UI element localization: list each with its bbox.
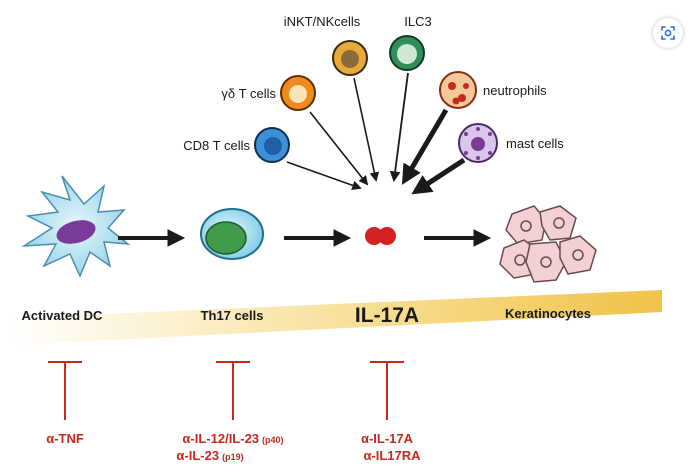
label-mast-cells: mast cells: [506, 136, 564, 151]
label-anti-il23: α-IL-23(p19): [176, 448, 243, 463]
cd8-t-cell: [254, 127, 290, 163]
label-inkt-nk: iNKT/NKcells: [284, 14, 361, 29]
keratinocytes-cluster: [499, 205, 597, 283]
label-il17a: IL-17A: [355, 304, 419, 327]
label-anti-il12-il23-main: α-IL-12/IL-23: [182, 431, 259, 446]
label-th17-cells: Th17 cells: [201, 308, 264, 323]
ilc3-cell: [389, 35, 425, 71]
label-cd8-t-cells: CD8 T cells: [183, 138, 250, 153]
label-neutrophils: neutrophils: [483, 83, 547, 98]
converging-arrows: [286, 72, 466, 195]
inhibition-bars: [48, 361, 404, 420]
focus-scan-button[interactable]: [653, 18, 683, 48]
label-activated-dc: Activated DC: [22, 308, 104, 323]
label-anti-il12-il23: α-IL-12/IL-23(p40): [182, 431, 283, 446]
label-anti-tnf: α-TNF: [46, 431, 84, 446]
activated-dc-cell: [21, 175, 131, 278]
label-anti-il17ra: α-IL17RA: [363, 448, 421, 463]
label-anti-il12-il23-sub: (p40): [262, 435, 284, 445]
neutrophil-cell: [439, 71, 477, 109]
label-ilc3: ILC3: [404, 14, 431, 29]
th17-cell: [200, 208, 264, 260]
label-anti-il23-main: α-IL-23: [176, 448, 219, 463]
gd-t-cell: [280, 75, 316, 111]
mast-cell: [458, 123, 498, 163]
inkt-nk-cell: [332, 40, 368, 76]
label-anti-il23-sub: (p19): [222, 452, 244, 462]
pathway-arrows: [118, 229, 492, 247]
label-keratinocytes: Keratinocytes: [505, 306, 591, 321]
label-gd-t-cells: γδ T cells: [221, 86, 276, 101]
il17a-molecule: [365, 227, 396, 245]
gradient-wedge: [10, 290, 662, 345]
label-anti-il17a: α-IL-17A: [361, 431, 414, 446]
focus-scan-icon: [661, 26, 675, 40]
